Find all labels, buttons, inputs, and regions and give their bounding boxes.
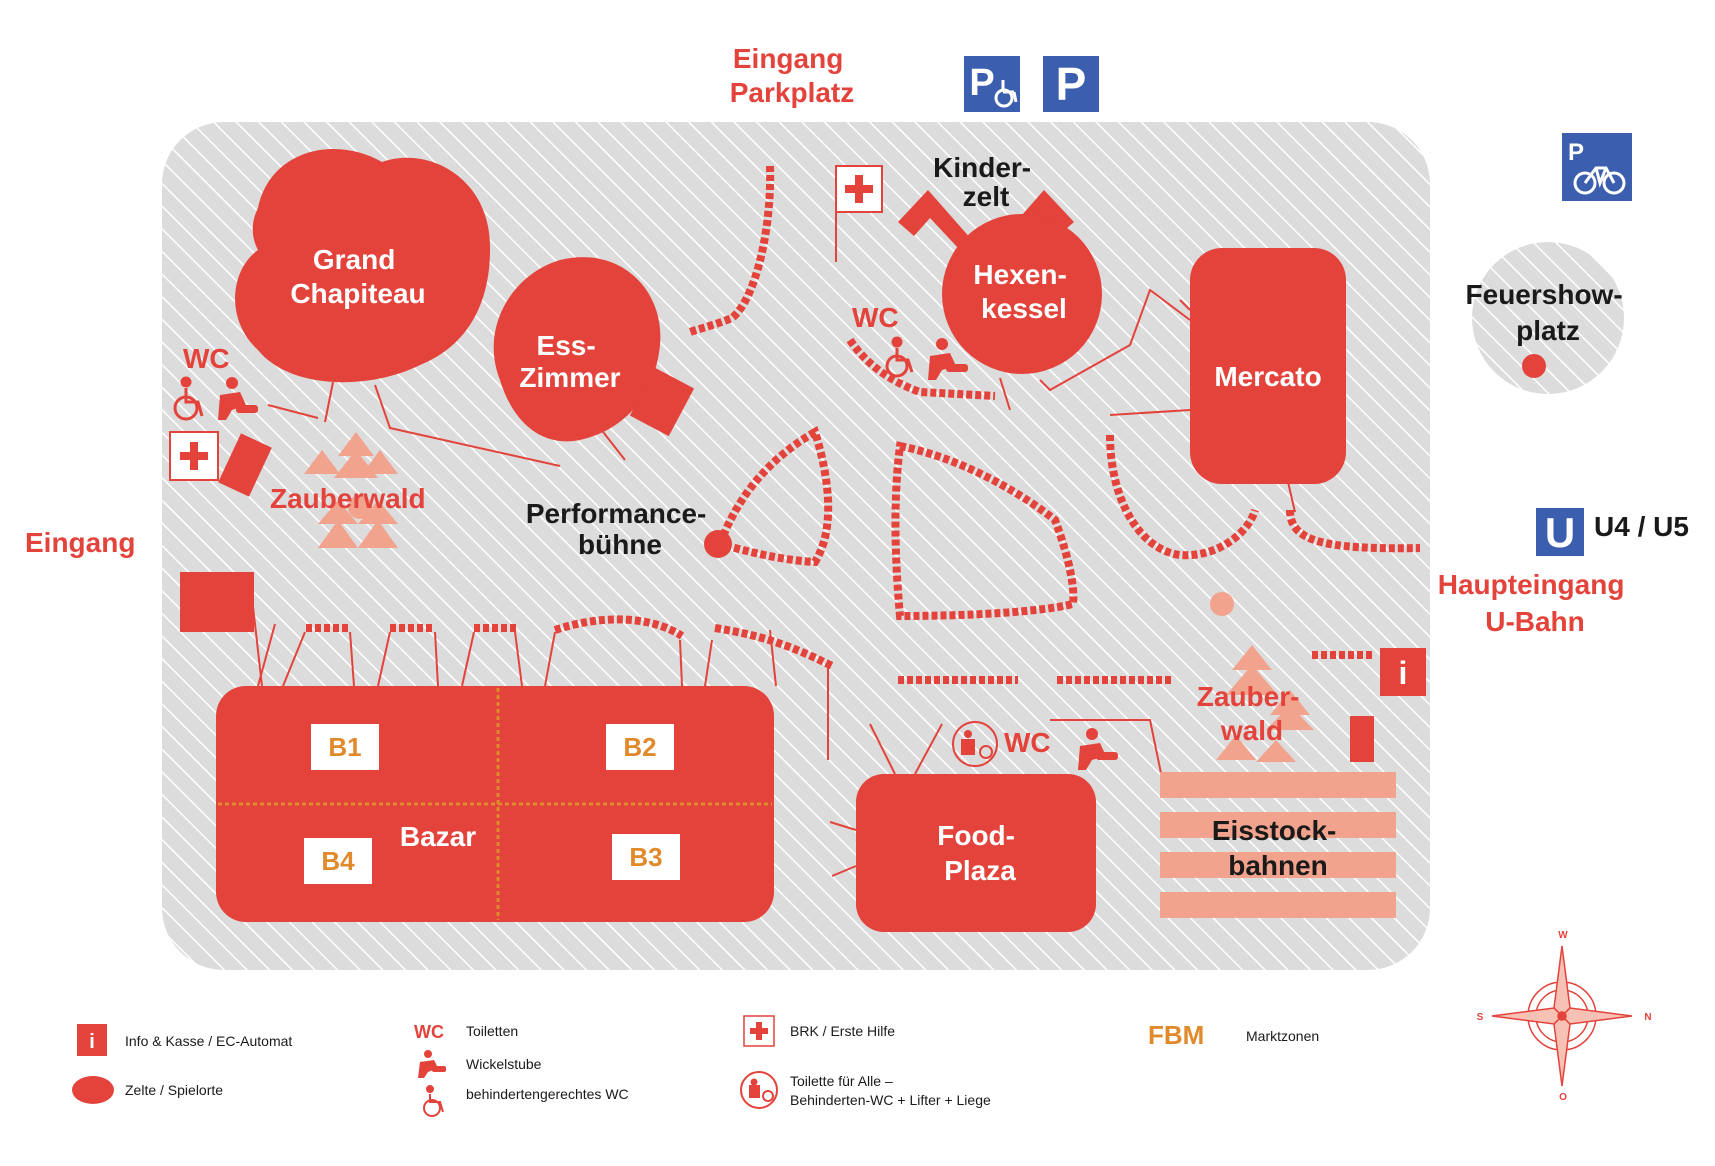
wc-food-label: WC bbox=[1004, 727, 1051, 758]
info-booth-east bbox=[1350, 716, 1374, 762]
wheelchair-icon bbox=[994, 80, 1018, 108]
svg-text:U: U bbox=[1545, 509, 1575, 556]
changing-table-icon bbox=[928, 338, 968, 380]
site-paths bbox=[249, 288, 1296, 877]
wc-west-label: WC bbox=[183, 343, 230, 374]
changing-table-icon bbox=[1078, 728, 1118, 770]
hexenkessel-label: Hexen- kessel bbox=[973, 259, 1074, 324]
toilet-for-all-icon bbox=[740, 1071, 778, 1109]
zauberwald-west-trees bbox=[304, 432, 398, 548]
performance-stage-area bbox=[714, 426, 833, 567]
svg-text:P: P bbox=[1568, 139, 1584, 166]
svg-text:Info & Kasse / EC-Automat: Info & Kasse / EC-Automat bbox=[125, 1033, 292, 1049]
fence-dashes bbox=[306, 165, 1421, 684]
feuershow-spot bbox=[1522, 354, 1546, 378]
first-aid-flag[interactable] bbox=[835, 165, 883, 262]
svg-text:B3: B3 bbox=[629, 842, 662, 872]
zauberwald-east-label: Zauber- wald bbox=[1197, 681, 1307, 746]
meeting-point bbox=[1210, 592, 1234, 616]
feuershow-label: Feuershow- platz bbox=[1466, 279, 1631, 346]
legend-wc-item: WC Toiletten bbox=[414, 1022, 518, 1042]
legend-changing-item: Wickelstube bbox=[418, 1050, 542, 1078]
legend-toilet-all-item: Toilette für Alle – Behinderten-WC + Lif… bbox=[740, 1071, 991, 1109]
legend-market-zones-item: FBM Marktzonen bbox=[1148, 1020, 1319, 1050]
food-plaza-tent[interactable] bbox=[856, 774, 1096, 932]
performance-stage-point bbox=[704, 530, 732, 558]
esszimmer-annex bbox=[629, 367, 695, 437]
svg-text:Behinderten-WC + Lifter + Lieg: Behinderten-WC + Lifter + Liege bbox=[790, 1092, 991, 1108]
svg-text:Zelte / Spielorte: Zelte / Spielorte bbox=[125, 1082, 223, 1098]
grand-chapiteau-label: Grand Chapiteau bbox=[290, 244, 425, 309]
legend-first-aid-item: BRK / Erste Hilfe bbox=[743, 1015, 895, 1047]
bazar-section-b4[interactable]: B4 bbox=[304, 838, 372, 884]
bicycle-icon bbox=[1573, 166, 1626, 195]
eisstock-label: Eisstock- bahnen bbox=[1212, 815, 1344, 881]
market-zones-logo: FBM bbox=[1148, 1020, 1204, 1050]
svg-text:Toiletten: Toiletten bbox=[466, 1023, 518, 1039]
feuershow-area bbox=[1472, 242, 1624, 394]
wheelchair-icon bbox=[885, 336, 914, 378]
svg-text:WC: WC bbox=[414, 1022, 444, 1042]
mercato-tent[interactable] bbox=[1190, 248, 1346, 484]
bazar-annex bbox=[180, 572, 254, 632]
svg-text:B2: B2 bbox=[623, 732, 656, 762]
compass-rose bbox=[1491, 945, 1633, 1087]
ubahn-lines-label: U4 / U5 bbox=[1594, 511, 1689, 542]
info-booth-west bbox=[218, 433, 272, 497]
food-plaza-label: Food- Plaza bbox=[937, 820, 1023, 886]
zauberwald-west-label: Zauberwald bbox=[270, 483, 426, 514]
toilet-for-all-icon bbox=[952, 721, 998, 767]
bike-parking-sign: P bbox=[1562, 133, 1632, 201]
hexenkessel-tent[interactable] bbox=[942, 214, 1102, 374]
wheelchair-icon bbox=[173, 376, 204, 421]
ubahn-sign: U bbox=[1536, 508, 1584, 556]
compass-north: N bbox=[1644, 1012, 1651, 1023]
svg-text:Toilette für Alle –: Toilette für Alle – bbox=[790, 1073, 893, 1089]
zauberwald-east-trees bbox=[1216, 645, 1314, 762]
info-point-east[interactable]: i bbox=[1380, 648, 1426, 696]
svg-text:P: P bbox=[969, 62, 994, 104]
svg-text:i: i bbox=[1399, 655, 1408, 691]
compass-south: S bbox=[1477, 1012, 1484, 1023]
west-entrance-label: Eingang bbox=[25, 527, 135, 558]
compass-east: O bbox=[1559, 1092, 1567, 1103]
legend-accessible-item: behindertengerechtes WC bbox=[423, 1085, 629, 1117]
svg-text:B1: B1 bbox=[328, 732, 361, 762]
wc-kinderzelt-label: WC bbox=[852, 302, 899, 333]
svg-text:P: P bbox=[1056, 58, 1087, 110]
parking-sign: P bbox=[1043, 56, 1099, 112]
svg-text:BRK / Erste Hilfe: BRK / Erste Hilfe bbox=[790, 1023, 895, 1039]
bazar-label: Bazar bbox=[400, 821, 476, 852]
mercato-label: Mercato bbox=[1214, 361, 1321, 392]
svg-text:i: i bbox=[89, 1031, 95, 1053]
bazar-section-b2[interactable]: B2 bbox=[606, 724, 674, 770]
performance-stage-label: Performance- bühne bbox=[526, 498, 714, 560]
first-aid-west[interactable] bbox=[169, 431, 219, 481]
eisstock-lanes bbox=[1160, 772, 1396, 918]
bazar-section-b3[interactable]: B3 bbox=[612, 834, 680, 880]
bazar-section-b1[interactable]: B1 bbox=[311, 724, 379, 770]
kinderzelt-label: Kinder- zelt bbox=[933, 152, 1039, 212]
changing-table-icon bbox=[218, 377, 258, 420]
legend: i Info & Kasse / EC-Automat Zelte / Spie… bbox=[72, 1015, 1319, 1117]
kinderzelt-left-arm bbox=[898, 190, 972, 250]
esszimmer-label: Ess- Zimmer bbox=[519, 330, 620, 393]
main-entrance-label: Haupteingang U-Bahn bbox=[1438, 569, 1632, 637]
legend-tents-item: Zelte / Spielorte bbox=[72, 1076, 223, 1104]
wheelchair-icon bbox=[423, 1085, 444, 1117]
grand-chapiteau-tent[interactable] bbox=[235, 149, 491, 383]
disabled-parking-sign: P bbox=[964, 56, 1020, 112]
svg-text:Wickelstube: Wickelstube bbox=[466, 1056, 542, 1072]
svg-text:behindertengerechtes WC: behindertengerechtes WC bbox=[466, 1086, 629, 1102]
svg-text:B4: B4 bbox=[321, 846, 355, 876]
svg-text:Marktzonen: Marktzonen bbox=[1246, 1028, 1319, 1044]
compass-west: W bbox=[1558, 930, 1568, 941]
legend-info-item: i Info & Kasse / EC-Automat bbox=[77, 1024, 292, 1056]
esszimmer-tent[interactable] bbox=[493, 257, 661, 442]
changing-table-icon bbox=[418, 1050, 446, 1078]
parking-entrance-label: Eingang Parkplatz bbox=[730, 43, 855, 108]
